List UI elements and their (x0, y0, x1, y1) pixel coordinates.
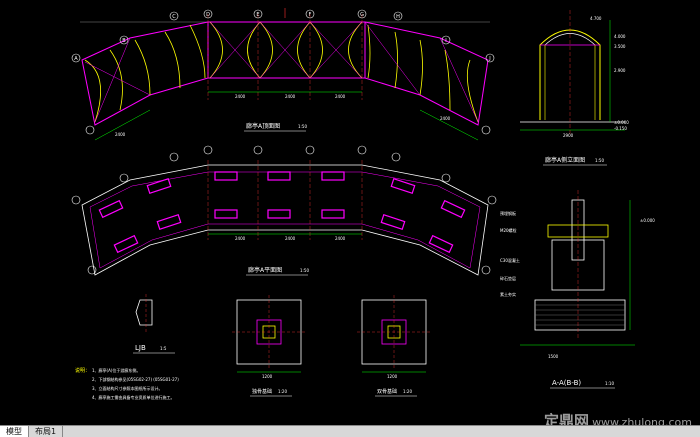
roof-dim-2: 2400 (285, 94, 296, 99)
section-note-4: 碎石垫层 (500, 275, 516, 281)
grid-label-j: J (488, 56, 490, 62)
floor-dim-3: 2400 (335, 236, 346, 241)
section-note-3: C30混凝土 (500, 257, 520, 263)
tab-layout1[interactable]: 布局1 (29, 426, 64, 437)
footing2-dim: 1200 (387, 374, 398, 379)
grid-label-d: D (206, 12, 210, 18)
note-2: 2、下部钢结构参见(05SG02-27) (05SG01-27) (92, 376, 179, 382)
grid-label-c: C (172, 14, 176, 20)
footing1-dim: 1200 (262, 374, 273, 379)
roof-plan: A B C D E F G H I J 2400 2400 2400 2400 … (71, 8, 495, 141)
elev-3500: 3.500 (614, 44, 626, 49)
section-note-2: M20螺栓 (500, 227, 517, 233)
grid-label-e: E (256, 12, 259, 18)
section-note-1: 预埋钢板 (500, 210, 516, 216)
elev-4000: 4.000 (614, 34, 626, 39)
section-a-a: ±0.000 预埋钢板 M20螺栓 C30混凝土 碎石垫层 素土夯实 1500 … (500, 190, 655, 389)
ljb-scale: 1:5 (160, 346, 167, 351)
roof-dim-5: 2400 (440, 116, 451, 121)
side-dim: 2900 (563, 133, 574, 138)
section-note-5: 素土夯实 (500, 291, 516, 297)
floor-plan: 2400 2400 2400 廊亭A平面图 1:50 (71, 145, 497, 276)
grid-label-a: A (74, 56, 78, 62)
notes-label: 说明： (75, 367, 90, 374)
section-title: A-A(B-B) (552, 379, 581, 387)
note-4: 4、廊亭施工需由具备专业资质单位进行施工。 (92, 394, 175, 400)
elev-2900: 2.900 (614, 68, 626, 73)
grid-label-i: I (445, 38, 446, 44)
layout-tabs: 模型布局1 (0, 425, 700, 437)
section-dim: 1500 (548, 354, 559, 359)
elev-minus-0150: -0.150 (614, 126, 627, 131)
elev-0000: ±0.000 (614, 120, 629, 125)
roof-dim-1: 2400 (235, 94, 246, 99)
grid-label-h: H (396, 14, 400, 20)
floor-dim-1: 2400 (235, 236, 246, 241)
side-elev-scale: 1:50 (595, 158, 604, 163)
floor-plan-scale: 1:50 (300, 268, 309, 273)
section-elev: ±0.000 (640, 218, 655, 223)
roof-dim-4: 2400 (115, 132, 126, 137)
roof-plan-title: 廊亭A顶面图 (246, 122, 280, 130)
footing1-title: 独骨基础 (252, 388, 272, 395)
roof-plan-scale: 1:50 (298, 124, 307, 129)
note-1: 1、廊亭(A)位于游廊东侧。 (92, 367, 140, 373)
footing2-title: 双骨基础 (377, 388, 397, 395)
grid-label-b: B (122, 38, 126, 44)
floor-plan-title: 廊亭A平面图 (248, 266, 282, 274)
section-scale: 1:10 (605, 381, 614, 386)
floor-dim-2: 2400 (285, 236, 296, 241)
footing1-scale: 1:20 (278, 389, 287, 394)
ljb-title: LJB (135, 344, 146, 352)
side-elevation: 4.700 4.000 3.500 2.900 ±0.000 -0.150 29… (520, 10, 629, 166)
note-3: 3、立面结构尺寸参照本图纸所示设计。 (92, 385, 163, 391)
grid-label-f: F (309, 12, 312, 18)
footing2-scale: 1:20 (403, 389, 412, 394)
notes-block: 说明： 1、廊亭(A)位于游廊东侧。 2、下部钢结构参见(05SG02-27) … (75, 367, 179, 400)
tab-model[interactable]: 模型 (0, 426, 29, 437)
ljb-detail: LJB 1:5 (133, 294, 175, 354)
footing-2: 1200 双骨基础 1:20 (357, 295, 431, 397)
footing-1: 1200 独骨基础 1:20 (232, 295, 306, 397)
side-elev-title: 廊亭A侧立面图 (545, 156, 585, 164)
elev-4700: 4.700 (590, 16, 602, 21)
roof-dim-3: 2400 (335, 94, 346, 99)
grid-label-g: G (360, 12, 364, 18)
